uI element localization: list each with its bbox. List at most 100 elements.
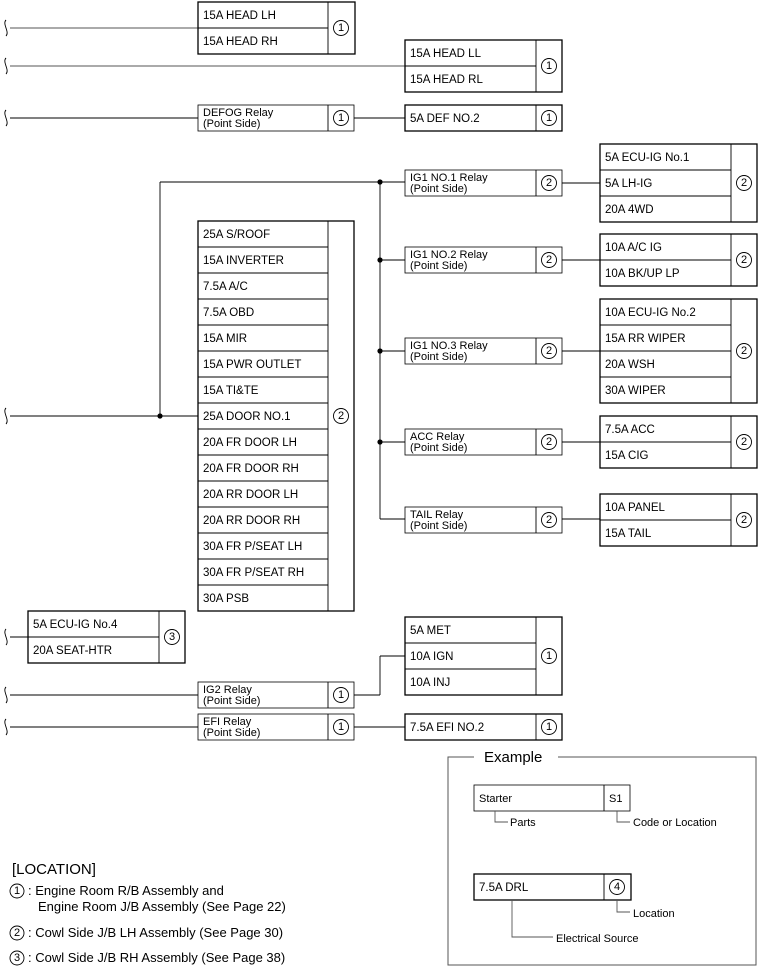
location-code: 2	[741, 345, 747, 357]
location-code: 2	[338, 410, 344, 422]
wire-break-marks	[4, 19, 8, 736]
fuse-group-seat-htr: 5A ECU-IG No.4 20A SEAT-HTR 3	[27, 610, 186, 664]
location-code: 2	[546, 436, 552, 448]
fuse-item: 30A FR P/SEAT LH	[203, 541, 302, 553]
fuse-group-cowl-lh: 25A S/ROOF 15A INVERTER 7.5A A/C 7.5A OB…	[197, 220, 355, 612]
fuse-item: 30A PSB	[203, 593, 249, 605]
fuse-item: 20A FR DOOR LH	[203, 437, 297, 449]
relay-efi: EFI Relay (Point Side) 1	[197, 713, 355, 741]
relay-defog: DEFOG Relay (Point Side) 1	[197, 104, 355, 132]
fuse-item: 20A FR DOOR RH	[203, 463, 299, 475]
location-code: 1	[338, 689, 344, 701]
fuse-item: 20A 4WD	[605, 204, 654, 216]
legend-text: Engine Room J/B Assembly (See Page 22)	[38, 899, 286, 914]
wiring	[10, 27, 600, 728]
relay-name: IG2 Relay	[203, 684, 252, 696]
fuse-group-head-ll-rl: 15A HEAD LL 15A HEAD RL 1	[404, 39, 563, 93]
legend-num: 2	[14, 927, 20, 939]
location-code: 2	[741, 254, 747, 266]
relay-side: (Point Side)	[410, 260, 467, 272]
relay-name: ACC Relay	[410, 431, 465, 443]
example-code-label: Code or Location	[633, 817, 717, 829]
legend-text: : Cowl Side J/B LH Assembly (See Page 30…	[28, 925, 283, 940]
relay-name: EFI Relay	[203, 716, 252, 728]
fuse-item: 10A IGN	[410, 651, 453, 663]
location-code: 2	[741, 514, 747, 526]
example-fuse-name: 7.5A DRL	[479, 882, 529, 894]
fuse-item: 20A RR DOOR RH	[203, 515, 300, 527]
example-fuse-code: 4	[614, 881, 620, 893]
fuse-item: 10A PANEL	[605, 502, 665, 514]
legend-num: 3	[14, 952, 20, 964]
fuse-group-efi-no2: 7.5A EFI NO.2 1	[404, 713, 563, 741]
location-code: 2	[741, 177, 747, 189]
fuse-item: 5A LH-IG	[605, 178, 652, 190]
location-code: 2	[741, 436, 747, 448]
fuse-item: 10A A/C IG	[605, 242, 662, 254]
fuse-item: 15A HEAD LL	[410, 48, 482, 60]
fuse-item: 15A CIG	[605, 450, 649, 462]
relay-ig1-no3: IG1 NO.3 Relay (Point Side) 2	[404, 337, 563, 365]
relay-name: IG1 NO.1 Relay	[410, 172, 488, 184]
fuse-item: 15A TAIL	[605, 528, 652, 540]
example-source-label: Electrical Source	[556, 933, 639, 945]
relay-side: (Point Side)	[203, 727, 260, 739]
fuse-item: 20A SEAT-HTR	[33, 645, 112, 657]
legend-text: : Cowl Side J/B RH Assembly (See Page 38…	[28, 950, 285, 965]
example-part-code: S1	[609, 793, 622, 805]
fuse-item: 7.5A OBD	[203, 307, 254, 319]
example-parts-label: Parts	[510, 817, 536, 829]
example-location-label: Location	[633, 908, 675, 920]
location-code: 2	[546, 345, 552, 357]
legend-text: : Engine Room R/B Assembly and	[28, 883, 224, 898]
relay-name: TAIL Relay	[410, 509, 464, 521]
relay-tail: TAIL Relay (Point Side) 2	[404, 506, 563, 534]
location-code: 2	[546, 514, 552, 526]
location-code: 1	[338, 112, 344, 124]
fuse-item: 10A INJ	[410, 677, 450, 689]
fuse-item: 15A RR WIPER	[605, 333, 686, 345]
relay-side: (Point Side)	[410, 351, 467, 363]
example-box: Example Starter S1 Parts Code or Locatio…	[447, 747, 757, 966]
fuse-group-ac-ig: 10A A/C IG 10A BK/UP LP 2	[599, 233, 758, 287]
location-code: 1	[338, 22, 344, 34]
relay-acc: ACC Relay (Point Side) 2	[404, 428, 563, 456]
fuse-item: 15A INVERTER	[203, 255, 284, 267]
legend-num: 1	[14, 885, 20, 897]
relay-side: (Point Side)	[410, 520, 467, 532]
fuse-item: 7.5A ACC	[605, 424, 655, 436]
relay-side: (Point Side)	[203, 695, 260, 707]
location-code: 3	[169, 631, 175, 643]
fuse-item: 5A ECU-IG No.4	[33, 619, 118, 631]
fuse-item: 15A MIR	[203, 333, 247, 345]
fuse-item: 30A FR P/SEAT RH	[203, 567, 304, 579]
fuse-group-wiper: 10A ECU-IG No.2 15A RR WIPER 20A WSH 30A…	[599, 298, 758, 404]
fuse-item: 15A HEAD LH	[203, 10, 276, 22]
location-code: 1	[546, 721, 552, 733]
fuse-item: 5A DEF NO.2	[410, 113, 480, 125]
location-code: 2	[546, 177, 552, 189]
fuse-item: 10A ECU-IG No.2	[605, 307, 696, 319]
relay-side: (Point Side)	[203, 118, 260, 130]
location-code: 1	[546, 60, 552, 72]
fuse-item: 15A TI&TE	[203, 385, 259, 397]
fuse-group-tail: 10A PANEL 15A TAIL 2	[599, 493, 758, 547]
relay-ig2: IG2 Relay (Point Side) 1	[197, 681, 355, 709]
fuse-group-acc: 7.5A ACC 15A CIG 2	[599, 415, 758, 469]
example-title: Example	[484, 749, 542, 766]
fuse-item: 15A HEAD RL	[410, 74, 483, 86]
relay-name: IG1 NO.2 Relay	[410, 249, 488, 261]
legend-title: [LOCATION]	[12, 861, 96, 878]
location-code: 1	[546, 650, 552, 662]
fuse-item: 5A ECU-IG No.1	[605, 152, 689, 164]
fuse-item: 20A RR DOOR LH	[203, 489, 298, 501]
fuse-group-ecu-ig-no1: 5A ECU-IG No.1 5A LH-IG 20A 4WD 2	[599, 143, 758, 223]
location-legend: [LOCATION] 1 : Engine Room R/B Assembly …	[9, 861, 286, 966]
relay-ig1-no2: IG1 NO.2 Relay (Point Side) 2	[404, 246, 563, 274]
fuse-group-met-ign-inj: 5A MET 10A IGN 10A INJ 1	[404, 616, 563, 696]
fuse-item: 30A WIPER	[605, 385, 666, 397]
location-code: 2	[546, 254, 552, 266]
relay-name: DEFOG Relay	[203, 107, 274, 119]
relay-name: IG1 NO.3 Relay	[410, 340, 488, 352]
